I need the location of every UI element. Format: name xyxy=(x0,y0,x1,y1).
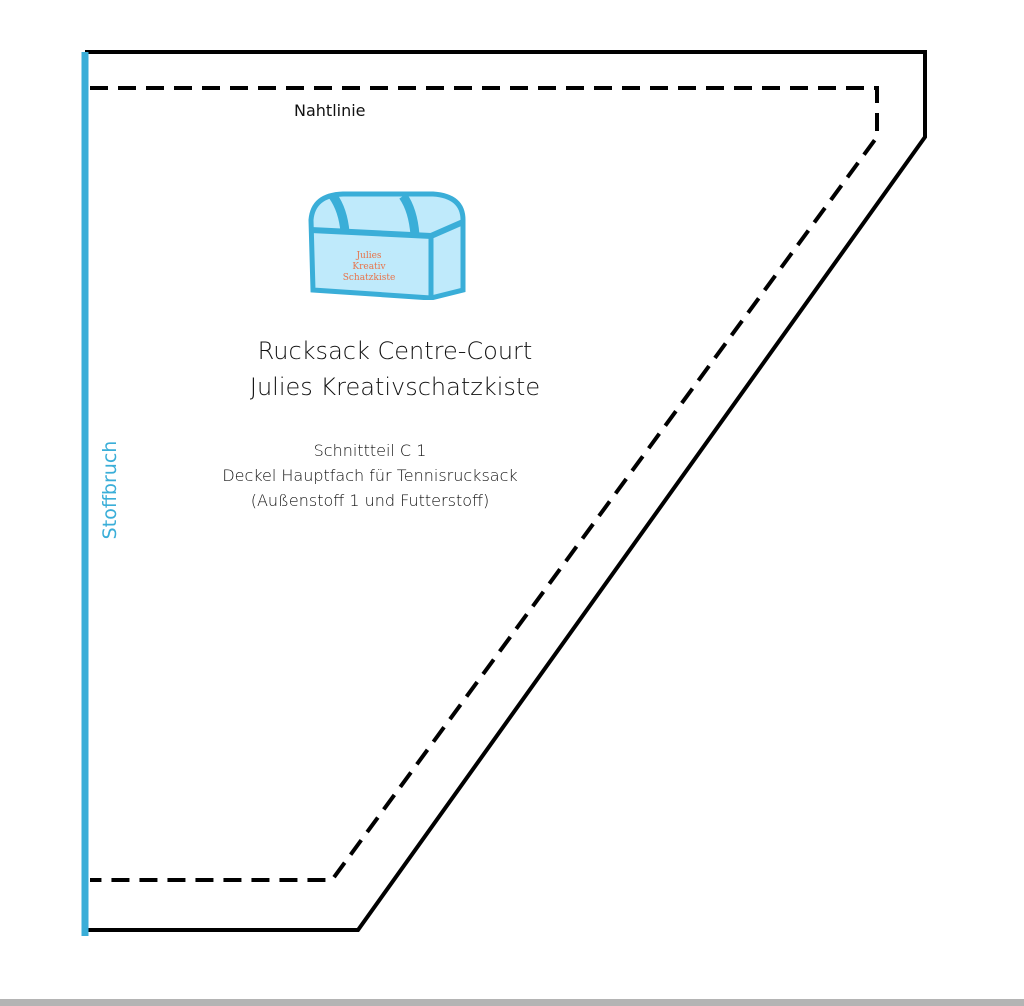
piece-info: Schnittteil C 1 Deckel Hauptfach für Ten… xyxy=(180,438,560,513)
piece-description: Deckel Hauptfach für Tennisrucksack xyxy=(222,466,518,485)
treasure-chest-logo: Julies Kreativ Schatzkiste xyxy=(308,191,466,300)
pattern-title: Rucksack Centre-Court Julies Kreativscha… xyxy=(200,333,590,405)
svg-text:Schatzkiste: Schatzkiste xyxy=(343,273,396,283)
cut-line xyxy=(85,50,927,932)
fold-label: Stoffbruch xyxy=(99,440,121,540)
svg-text:Julies: Julies xyxy=(355,251,381,261)
piece-id: Schnittteil C 1 xyxy=(313,441,427,460)
title-line: Rucksack Centre-Court xyxy=(257,337,533,365)
piece-fabrics: (Außenstoff 1 und Futterstoff) xyxy=(250,491,490,510)
bottom-bar xyxy=(0,999,1024,1006)
seam-line-label: Nahtlinie xyxy=(294,101,366,120)
svg-text:Kreativ: Kreativ xyxy=(352,262,386,272)
title-line: Julies Kreativschatzkiste xyxy=(249,373,541,401)
